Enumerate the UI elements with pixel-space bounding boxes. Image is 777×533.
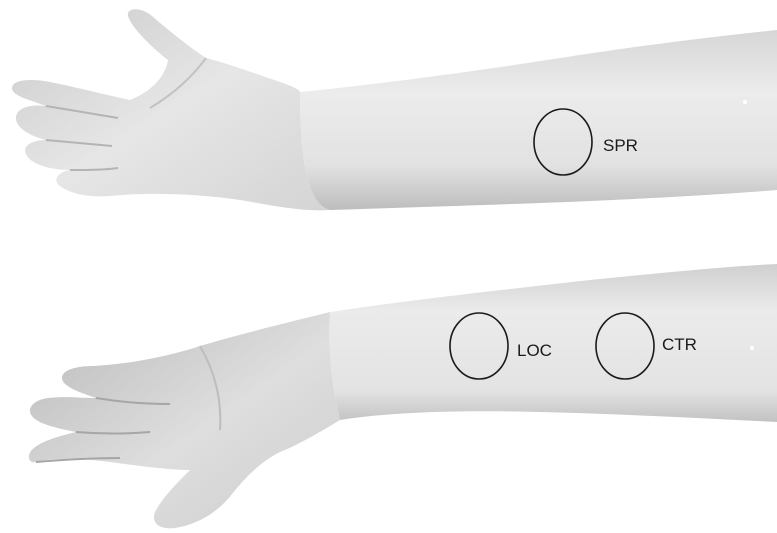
lower-hand-skin xyxy=(29,312,340,528)
highlight-speck xyxy=(743,100,747,104)
highlight-speck xyxy=(750,346,754,350)
spr-label: SPR xyxy=(603,136,638,155)
upper-forearm xyxy=(12,9,777,210)
loc-label: LOC xyxy=(517,341,552,360)
lower-forearm xyxy=(29,264,777,528)
upper-hand-skin xyxy=(12,9,330,210)
lower-forearm-skin xyxy=(329,264,777,422)
ctr-label: CTR xyxy=(662,335,697,354)
upper-forearm-skin xyxy=(300,30,777,210)
